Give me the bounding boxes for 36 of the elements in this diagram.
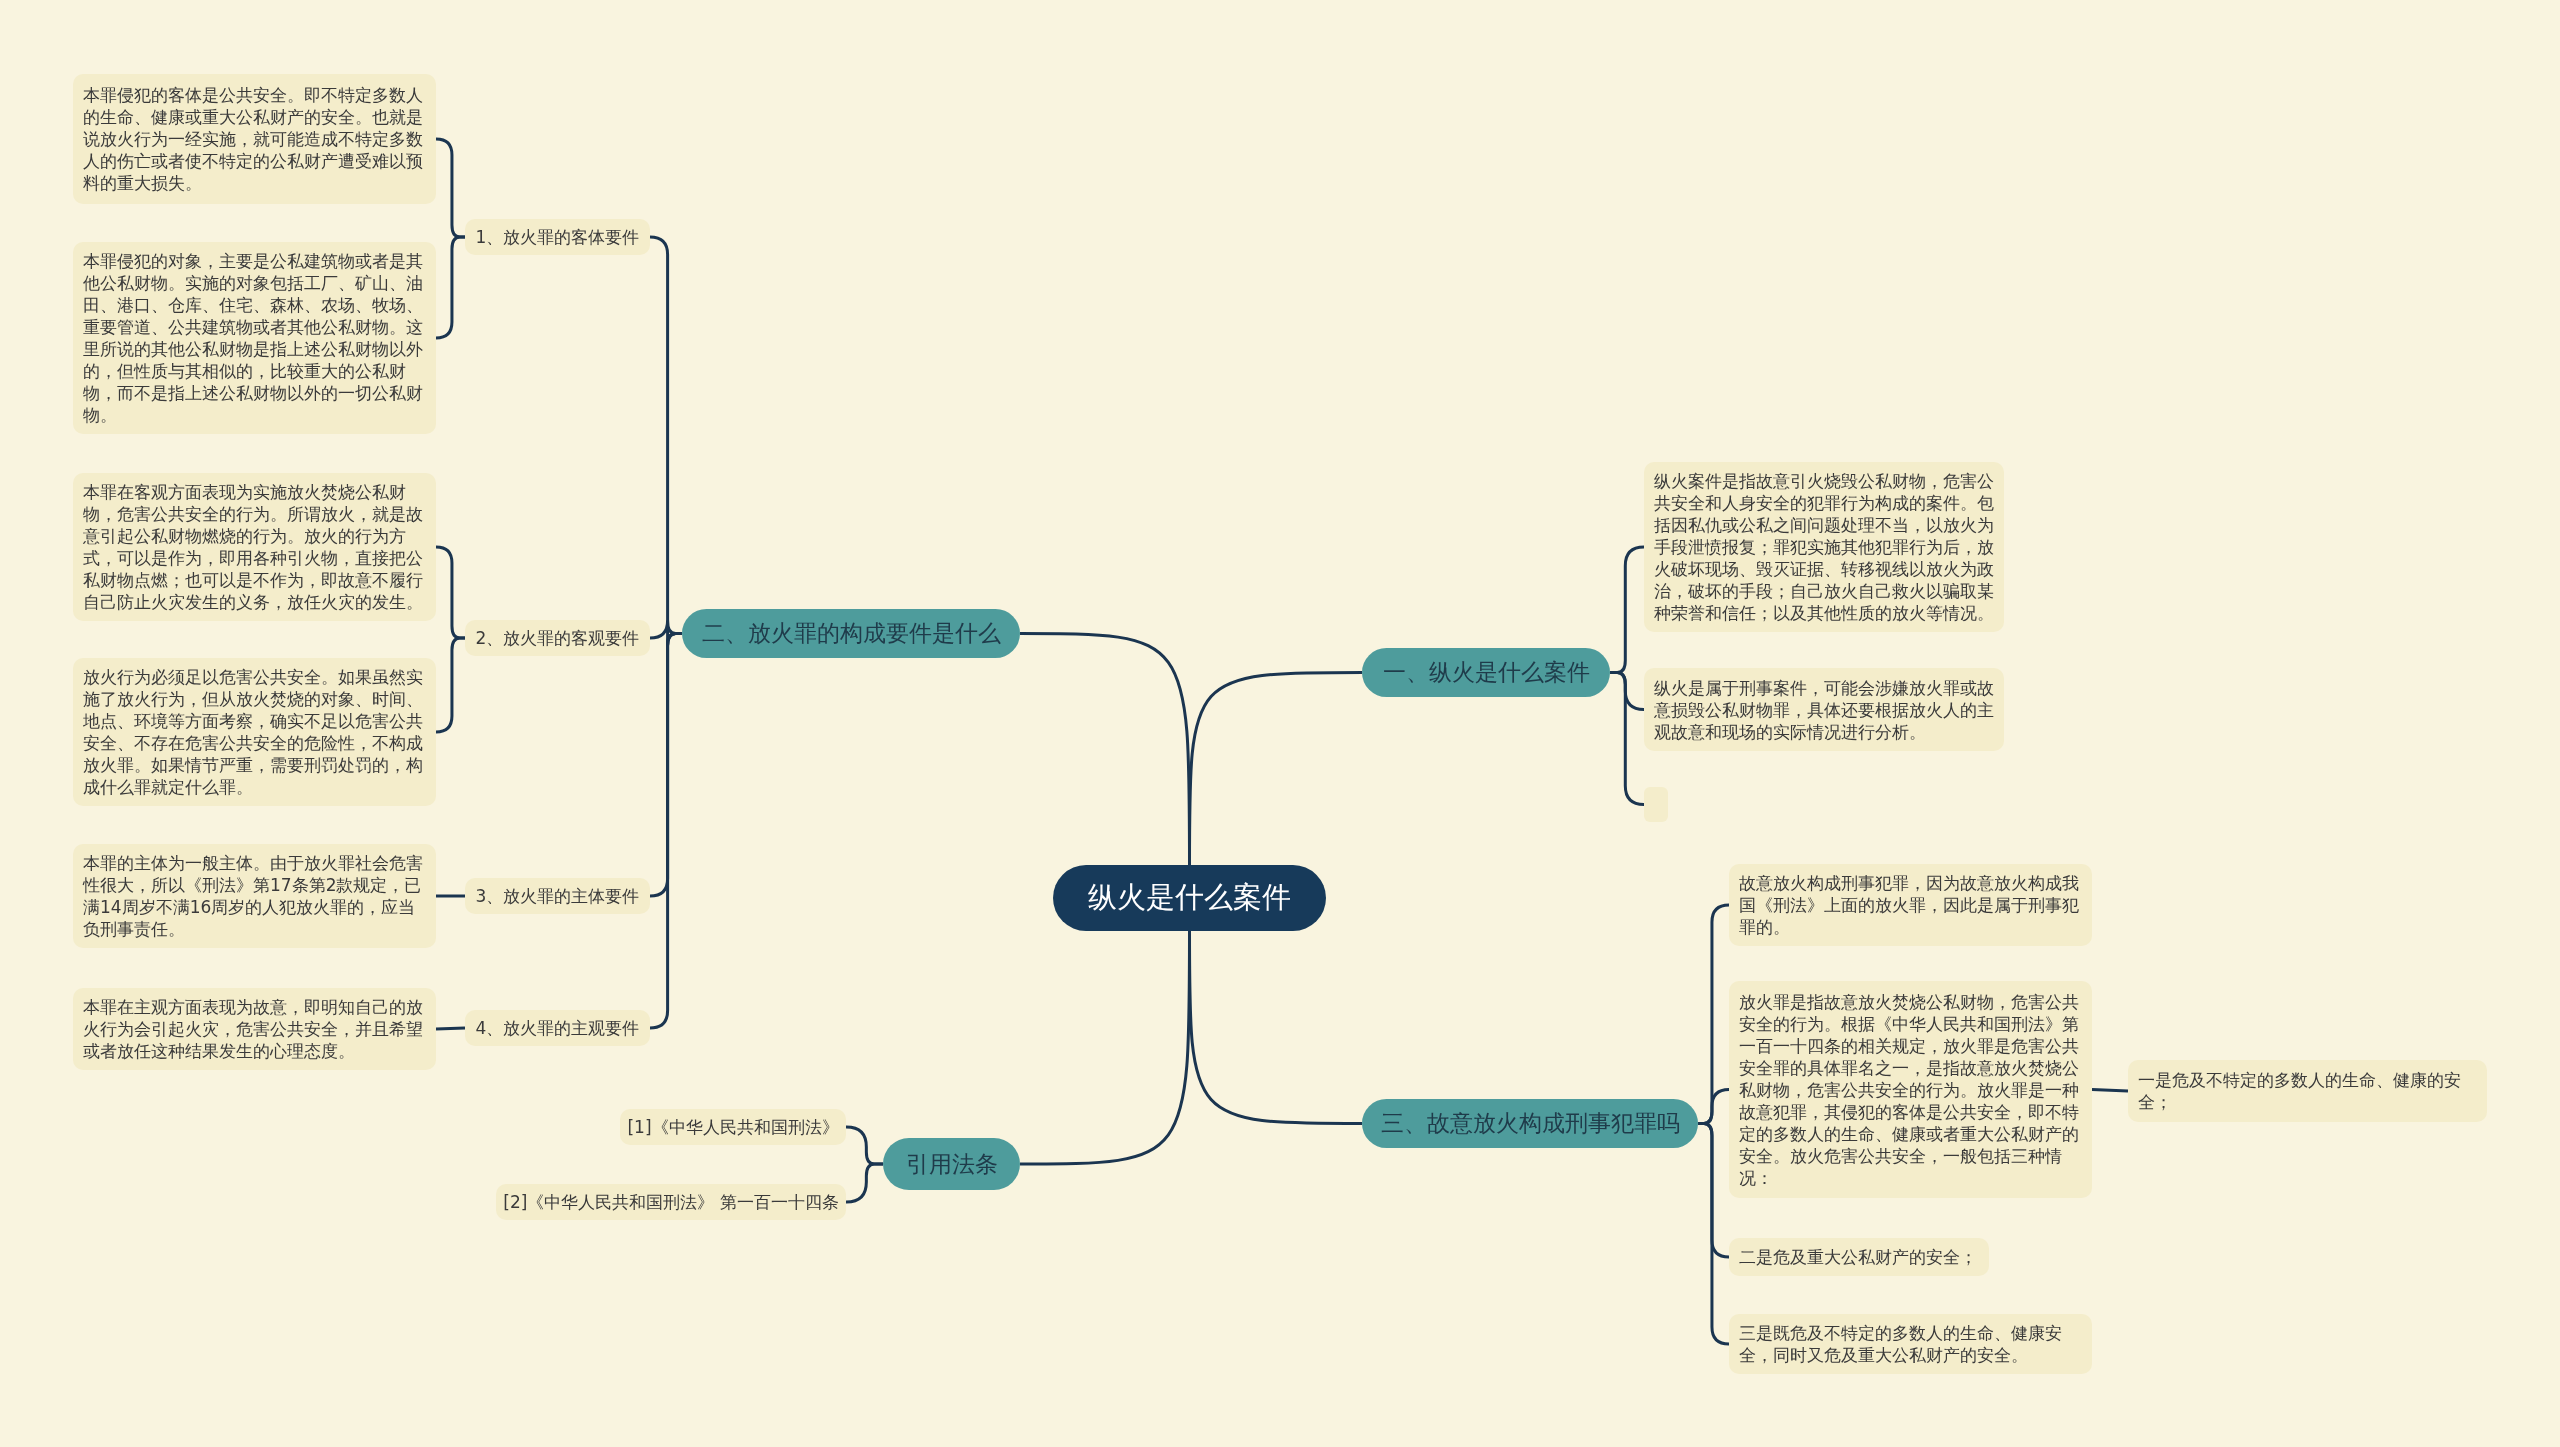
- text-box: 纵火案件是指故意引火烧毁公私财物，危害公共安全和人身安全的犯罪行为构成的案件。包括因私仇或公私之间问题处理不当，以放火为手段泄愤报复；罪犯实施其他犯罪行为后，放火破坏现场、毁灭证据、转移视线以放火为政治，破坏的手段；自己放火自己救火以骗取某种荣誉和信任；以及其他性质的放火等情况。: [1644, 462, 2004, 632]
- text-box: 本罪侵犯的客体是公共安全。即不特定多数人的生命、健康或重大公私财产的安全。也就是说放火行为一经实施，就可能造成不特定多数人的伤亡或者使不特定的公私财产遭受难以预料的重大损失。: [73, 74, 436, 204]
- subtopic-box: [2]《中华人民共和国刑法》 第一百一十四条: [496, 1184, 846, 1220]
- connector: [1610, 671, 1646, 806]
- subtopic-box: 4、放火罪的主观要件: [465, 1010, 650, 1046]
- connector: [434, 235, 465, 340]
- connector: [436, 894, 465, 898]
- text-box: 本罪的主体为一般主体。由于放火罪社会危害性很大，所以《刑法》第17条第2款规定，已满14周岁不满16周岁的人犯放火罪的，应当负刑事责任。: [73, 844, 436, 948]
- text-box: 故意放火构成刑事犯罪，因为故意放火构成我国《刑法》上面的放火罪，因此是属于刑事犯罪的。: [1729, 864, 2092, 946]
- subtopic-box: [1]《中华人民共和国刑法》: [620, 1109, 846, 1145]
- subtopic-box: 1、放火罪的客体要件: [465, 219, 650, 255]
- connector: [1698, 1122, 1731, 1346]
- connector: [434, 636, 465, 734]
- text-box: 本罪侵犯的对象，主要是公私建筑物或者是其他公私财物。实施的对象包括工厂、矿山、油田、港口、仓库、住宅、森林、农场、牧场、重要管道、公共建筑物或者其他公私财物。这里所说的其他公私财物是指上述公私财物以外的，但性质与其相似的，比较重大的公私财物，而不是指上述公私财物以外的一切公私财物。: [73, 242, 436, 434]
- connector: [435, 1026, 466, 1031]
- text-box: 二是危及重大公私财产的安全；: [1729, 1238, 1989, 1276]
- connector: [1020, 632, 1191, 865]
- branch-topic: 三、故意放火构成刑事犯罪吗: [1362, 1099, 1698, 1148]
- text-box: 放火罪是指故意放火焚烧公私财物，危害公共安全的行为。根据《中华人民共和国刑法》第一百一十四条的相关规定，放火罪是危害公共安全罪的具体罪名之一，是指故意放火焚烧公私财物，危害公共安全的行为。放火罪是一种故意犯罪，其侵犯的客体是公共安全，即不特定的多数人的生命、健康或者重大公私财产的安全。放火危害公共安全，一般包括三种情况：: [1729, 981, 2092, 1198]
- text-box: 放火行为必须足以危害公共安全。如果虽然实施了放火行为，但从放火焚烧的对象、时间、地点、环境等方面考察，确实不足以危害公共安全、不存在危害公共安全的危险性，不构成放火罪。如果情节严重，需要刑罚处罚的，构成什么罪就定什么罪。: [73, 658, 436, 806]
- connector: [2091, 1088, 2129, 1093]
- text-box: 三是既危及不特定的多数人的生命、健康安全，同时又危及重大公私财产的安全。: [1729, 1314, 2092, 1374]
- subtopic-box: 2、放火罪的客观要件: [465, 620, 650, 656]
- connector: [844, 1162, 883, 1204]
- branch-topic: 一、纵火是什么案件: [1362, 648, 1610, 697]
- connector: [648, 632, 682, 1030]
- central-topic: 纵火是什么案件: [1053, 865, 1326, 931]
- subtopic-box: 3、放火罪的主体要件: [465, 878, 650, 914]
- text-box: 一是危及不特定的多数人的生命、健康的安全；: [2128, 1060, 2487, 1122]
- text-box: 本罪在主观方面表现为故意，即明知自己的放火行为会引起火灾，危害公共安全，并且希望或者放任这种结果发生的心理态度。: [73, 988, 436, 1070]
- branch-topic: 二、放火罪的构成要件是什么: [682, 609, 1020, 658]
- text-box: 纵火是属于刑事案件，可能会涉嫌放火罪或故意损毁公私财物罪，具体还要根据放火人的主观故意和现场的实际情况进行分析。: [1644, 668, 2004, 751]
- empty-box: [1644, 787, 1668, 822]
- text-box: 本罪在客观方面表现为实施放火焚烧公私财物，危害公共安全的行为。所谓放火，就是故意引起公私财物燃烧的行为。放火的行为方式，可以是作为，即用各种引火物，直接把公私财物点燃；也可以是不作为，即故意不履行自己防止火灾发生的义务，放任火灾的发生。: [73, 473, 436, 621]
- connector: [1020, 931, 1191, 1166]
- branch-topic: 引用法条: [883, 1138, 1020, 1190]
